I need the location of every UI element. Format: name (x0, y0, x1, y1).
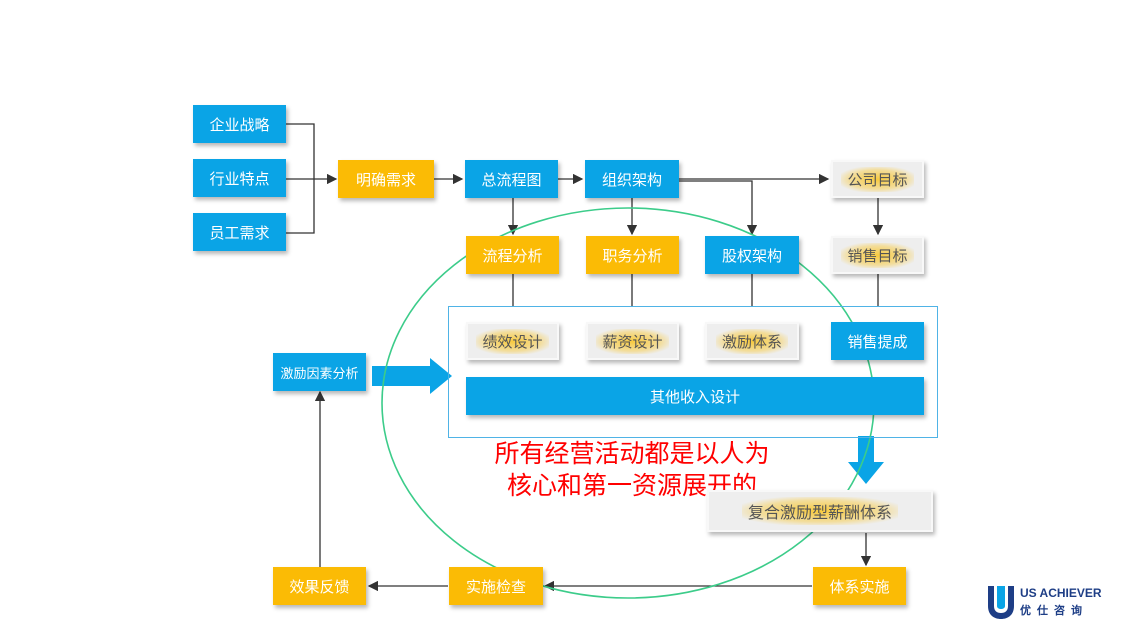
node-org-structure: 组织架构 (585, 160, 679, 198)
node-equity-structure: 股权架构 (705, 236, 799, 274)
node-motivation-analysis-label: 激励因素分析 (280, 366, 359, 382)
node-performance-design: 绩效设计 (466, 322, 559, 360)
node-process-analysis: 流程分析 (466, 236, 559, 274)
node-job-analysis: 职务分析 (586, 236, 679, 274)
core-note-line-1: 所有经营活动都是以人为 (494, 439, 770, 468)
node-requirements: 明确需求 (338, 160, 434, 198)
input-strategy: 企业战略 (193, 105, 286, 143)
node-flowchart-label: 总流程图 (481, 170, 542, 189)
design-frame (448, 306, 938, 438)
node-flowchart: 总流程图 (465, 160, 558, 198)
big-arrow-right (372, 358, 452, 394)
node-equity-structure-label: 股权架构 (721, 246, 782, 265)
node-other-income-label: 其他收入设计 (649, 387, 740, 406)
node-implementation-check: 实施检查 (449, 567, 543, 605)
node-salary-design-label: 薪资设计 (596, 328, 669, 354)
brand-mark-icon (988, 586, 1014, 619)
node-feedback-label: 效果反馈 (289, 577, 350, 596)
brand-logo: US ACHIEVER 优仕咨询 (986, 584, 1116, 620)
input-employee: 员工需求 (193, 213, 286, 251)
node-compensation-system: 复合激励型薪酬体系 (707, 490, 933, 532)
node-job-analysis-label: 职务分析 (602, 246, 663, 265)
node-requirements-label: 明确需求 (355, 170, 416, 189)
node-salary-design: 薪资设计 (586, 322, 679, 360)
brand-name-cn: 优仕咨询 (1020, 604, 1088, 617)
node-compensation-system-label: 复合激励型薪酬体系 (741, 497, 898, 525)
node-incentive-system: 激励体系 (705, 322, 799, 360)
input-industry: 行业特点 (193, 159, 286, 197)
node-system-implementation-label: 体系实施 (829, 577, 890, 596)
node-sales-goal: 销售目标 (831, 236, 924, 274)
node-company-goal: 公司目标 (831, 160, 924, 198)
core-note: 所有经营活动都是以人为 核心和第一资源展开的 (456, 438, 808, 502)
node-motivation-analysis: 激励因素分析 (273, 353, 366, 391)
node-incentive-system-label: 激励体系 (715, 328, 788, 354)
brand-name-en: US ACHIEVER (1020, 586, 1102, 600)
node-system-implementation: 体系实施 (813, 567, 906, 605)
input-industry-label: 行业特点 (209, 169, 270, 188)
node-feedback: 效果反馈 (273, 567, 366, 605)
node-sales-goal-label: 销售目标 (841, 242, 914, 268)
input-employee-label: 员工需求 (209, 223, 270, 242)
node-performance-design-label: 绩效设计 (476, 328, 549, 354)
node-sales-commission: 销售提成 (831, 322, 924, 360)
input-strategy-label: 企业战略 (209, 115, 270, 134)
big-arrow-down (848, 436, 884, 484)
node-other-income: 其他收入设计 (466, 377, 924, 415)
node-org-structure-label: 组织架构 (601, 170, 662, 189)
node-process-analysis-label: 流程分析 (482, 246, 543, 265)
node-company-goal-label: 公司目标 (841, 166, 914, 192)
node-implementation-check-label: 实施检查 (465, 577, 526, 596)
node-sales-commission-label: 销售提成 (847, 332, 908, 351)
